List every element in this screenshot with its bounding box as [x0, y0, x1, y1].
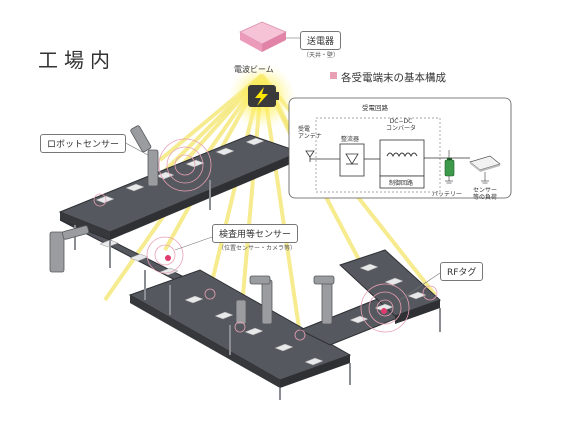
inspection-sensor-callout: 検査用等センサー [212, 224, 299, 243]
dcdc-label: DC−DC コンバータ [386, 118, 417, 133]
antenna-label: 受電 アンテナ [298, 126, 322, 141]
lightning-icon [228, 63, 296, 131]
battery-label: バッテリー [432, 191, 463, 198]
rectifier-box [339, 143, 365, 177]
robot-sensor-callout: ロボットセンサー [40, 134, 127, 153]
load-label: センサー 等の負荷 [473, 187, 498, 202]
inspection-sensor-sub: （位置センサー・カメラ等） [218, 245, 297, 252]
rectifier-label: 整流器 [341, 136, 360, 143]
legend-square-icon [330, 72, 337, 79]
config-heading: 各受電端末の基本構成 [341, 72, 446, 84]
transmitter [239, 21, 300, 52]
control-box [379, 175, 425, 189]
rx-circuit-label: 受電回路 [362, 104, 388, 112]
battery-icon [444, 159, 455, 177]
beam-label: 電波ビーム [234, 65, 274, 74]
sensor-ripples [93, 138, 438, 341]
page-title: 工場内 [38, 48, 116, 72]
control-label: 制御回路 [389, 180, 414, 187]
sensor-dot [165, 255, 171, 261]
rf-tag-callout: RFタグ [440, 262, 484, 281]
transmitter-label: 送電器 [300, 31, 342, 50]
conveyor-system [49, 125, 441, 400]
dcdc-box [379, 139, 425, 177]
load-icon [469, 155, 501, 172]
antenna-icon [305, 150, 340, 162]
config-panel [288, 97, 512, 199]
rf-dot [381, 308, 387, 314]
transmitter-sub: （天井・壁） [303, 52, 340, 59]
